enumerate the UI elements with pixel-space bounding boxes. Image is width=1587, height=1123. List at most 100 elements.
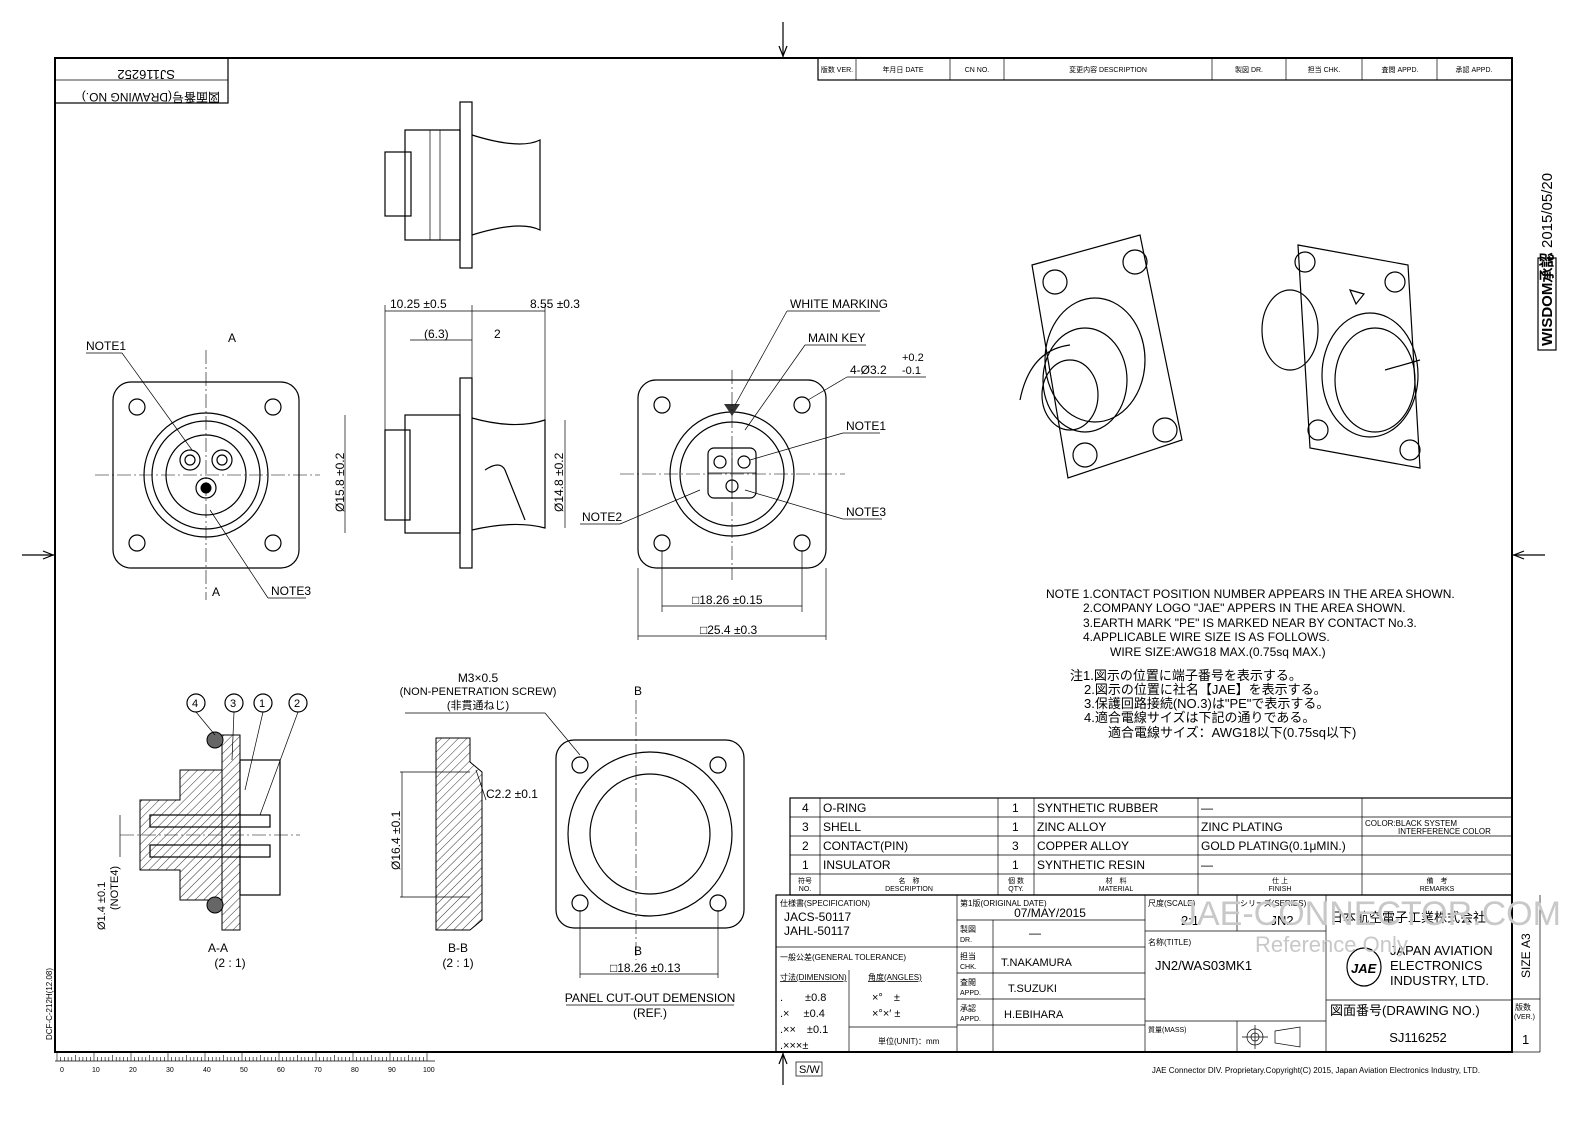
orig-date: 07/MAY/2015	[1014, 906, 1086, 920]
panel-cutout-view: B B □18.26 ±0.13 PANEL CUT-OUT DEMENSION…	[555, 684, 745, 1020]
watermark-line2: Reference Only	[1255, 932, 1408, 957]
side-view: 10.25 ±0.5 8.55 ±0.3 (6.3) 2 Ø15.8 ±0.2 …	[333, 297, 580, 569]
dim-2: 2	[494, 327, 501, 341]
appd2-label-en: APPD.	[960, 1016, 981, 1023]
note-jp-5: 適合電線サイズ：AWG18以下(0.75sq以下)	[1108, 725, 1356, 740]
part-qty: 1	[1012, 801, 1019, 815]
part-finish: ZINC PLATING	[1201, 820, 1283, 834]
ruler-80: 80	[351, 1067, 359, 1074]
size-value: A3	[1519, 933, 1533, 948]
part-finish: —	[1201, 858, 1213, 872]
ruler-10: 10	[92, 1067, 100, 1074]
ruler-100: 100	[423, 1067, 435, 1074]
screw-note: (NON-PENETRATION SCREW)	[400, 686, 557, 698]
section-b-bottom: B	[634, 944, 642, 958]
part-finish: GOLD PLATING(0.1μMIN.)	[1201, 839, 1346, 853]
header-material: 材 料	[1106, 876, 1127, 885]
parts-row-3: 3 SHELL 1 ZINC ALLOY ZINC PLATING COLOR:…	[802, 819, 1491, 836]
dr-label: 製図	[960, 924, 976, 934]
dimension-label: 寸法(DIMENSION)	[780, 972, 847, 982]
front-view-center: WHITE MARKING MAIN KEY 4-Ø3.2 +0.2 -0.1 …	[580, 297, 926, 640]
appd2-value: H.EBIHARA	[1004, 1009, 1064, 1021]
scale-value: 2:1	[1181, 913, 1199, 928]
ruler-20: 20	[129, 1067, 137, 1074]
part-description: SHELL	[823, 820, 861, 834]
header-finish: 仕 上	[1272, 876, 1288, 885]
notes-english: NOTE 1.CONTACT POSITION NUMBER APPEARS I…	[1046, 587, 1455, 659]
ruler-70: 70	[314, 1067, 322, 1074]
scale-ruler	[55, 1053, 435, 1062]
balloon-1: 1	[259, 698, 265, 710]
header-qty-en: QTY.	[1008, 886, 1023, 893]
parts-row-1: 1 INSULATOR 1 SYNTHETIC RESIN —	[802, 858, 1213, 872]
rev-header-dr: 製図 DR.	[1235, 65, 1263, 74]
part-qty: 1	[1012, 858, 1019, 872]
unit-label: 単位(UNIT)：mm	[878, 1036, 940, 1046]
part-remarks: COLOR:BLACK SYSTEM	[1365, 819, 1457, 828]
form-code: DCF-C-212H(12.08)	[45, 968, 54, 1040]
view-bb-label: B-B	[448, 941, 468, 955]
view-aa-label: A-A	[208, 941, 228, 955]
ruler-0: 0	[60, 1067, 64, 1074]
part-finish: —	[1201, 801, 1213, 815]
dim-16-4: Ø16.4 ±0.1	[389, 810, 403, 870]
isometric-view-front	[1019, 234, 1183, 479]
watermark-line1: JAE-CONNECTOR.COM	[1180, 895, 1561, 933]
part-description: CONTACT(PIN)	[823, 839, 908, 853]
tol-dim-3: .×××±	[780, 1040, 808, 1052]
sw-label: S/W	[799, 1064, 820, 1076]
view-bb-scale: (2 : 1)	[442, 956, 473, 970]
tolerance-label: 一般公差(GENERAL TOLERANCE)	[780, 952, 906, 962]
spec-2: JAHL-50117	[784, 924, 850, 938]
centering-arrows	[22, 22, 1545, 1085]
ruler-60: 60	[277, 1067, 285, 1074]
tol-dim-0: . ±0.8	[780, 992, 826, 1004]
tol-angle-1: ×°×′ ±	[872, 1008, 900, 1020]
ruler-90: 90	[388, 1067, 396, 1074]
ver-value: 1	[1522, 1032, 1529, 1047]
top-view	[384, 101, 541, 269]
jae-logo: JAE	[1346, 947, 1382, 987]
drawing-no-value: SJ116252	[1389, 1030, 1447, 1045]
notes-japanese: 注1.図示の位置に端子番号を表示する。 2.図示の位置に社名【JAE】を表示する…	[1070, 668, 1356, 740]
dim-1-4: Ø1.4 ±0.1	[96, 882, 108, 930]
note-jp-2: 2.図示の位置に社名【JAE】を表示する。	[1084, 682, 1327, 697]
company-en-3: INDUSTRY, LTD.	[1390, 973, 1489, 988]
spec-label: 仕様書(SPECIFICATION)	[780, 898, 870, 908]
note-en-5: WIRE SIZE:AWG18 MAX.(0.75sq MAX.)	[1110, 645, 1326, 659]
orig-date-label: 第1版(ORIGINAL DATE)	[960, 898, 1047, 908]
dim-10-25: 10.25 ±0.5	[390, 297, 447, 311]
part-no: 1	[802, 858, 809, 872]
note-en-4: 4.APPLICABLE WIRE SIZE IS AS FOLLOWS.	[1083, 630, 1330, 644]
ruler-50: 50	[240, 1067, 248, 1074]
logo-text: JAE	[1351, 961, 1377, 976]
ver-label: 版数	[1515, 1002, 1531, 1012]
dr-value: —	[1029, 926, 1041, 940]
drawing-number-box-rotated: 図面番号(DRAWING NO.) SJ116252	[54, 57, 229, 104]
screw-jp: (非貫通ねじ)	[447, 699, 509, 712]
holes-tol-minus: -0.1	[902, 365, 921, 377]
ver-label-en: (VER.)	[1514, 1014, 1535, 1021]
note2-label: NOTE2	[582, 510, 622, 524]
appd1-label: 査閲	[960, 977, 976, 987]
section-a-top: A	[228, 331, 236, 345]
header-qty: 個 数	[1008, 876, 1024, 885]
approval-date: 2015/05/20	[1539, 173, 1556, 248]
revision-table: 版数 VER. 年月日 DATE CN NO. 変更内容 DESCRIPTION…	[817, 57, 1513, 81]
note-jp-4: 4.適合電線サイズは下記の通りである。	[1084, 710, 1315, 725]
rev-header-appd: 査閲 APPD.	[1382, 65, 1419, 74]
parts-row-4: 4 O-RING 1 SYNTHETIC RUBBER —	[802, 801, 1213, 815]
angles-label: 角度(ANGLES)	[868, 972, 922, 982]
rev-header-chk: 担当 CHK.	[1308, 65, 1341, 74]
drawing-number-label: 図面番号(DRAWING NO.)	[82, 90, 220, 104]
chk-label: 担当	[960, 951, 976, 961]
holes-label: 4-Ø3.2	[850, 363, 887, 377]
ruler-30: 30	[166, 1067, 174, 1074]
dim-18-26: □18.26 ±0.15	[692, 593, 763, 607]
dim-1-4-note: (NOTE4)	[109, 866, 121, 910]
balloon-3: 3	[230, 698, 236, 710]
dim-15-8: Ø15.8 ±0.2	[333, 452, 347, 512]
section-b-top: B	[634, 684, 642, 698]
rev-header-cn: CN NO.	[965, 67, 990, 74]
